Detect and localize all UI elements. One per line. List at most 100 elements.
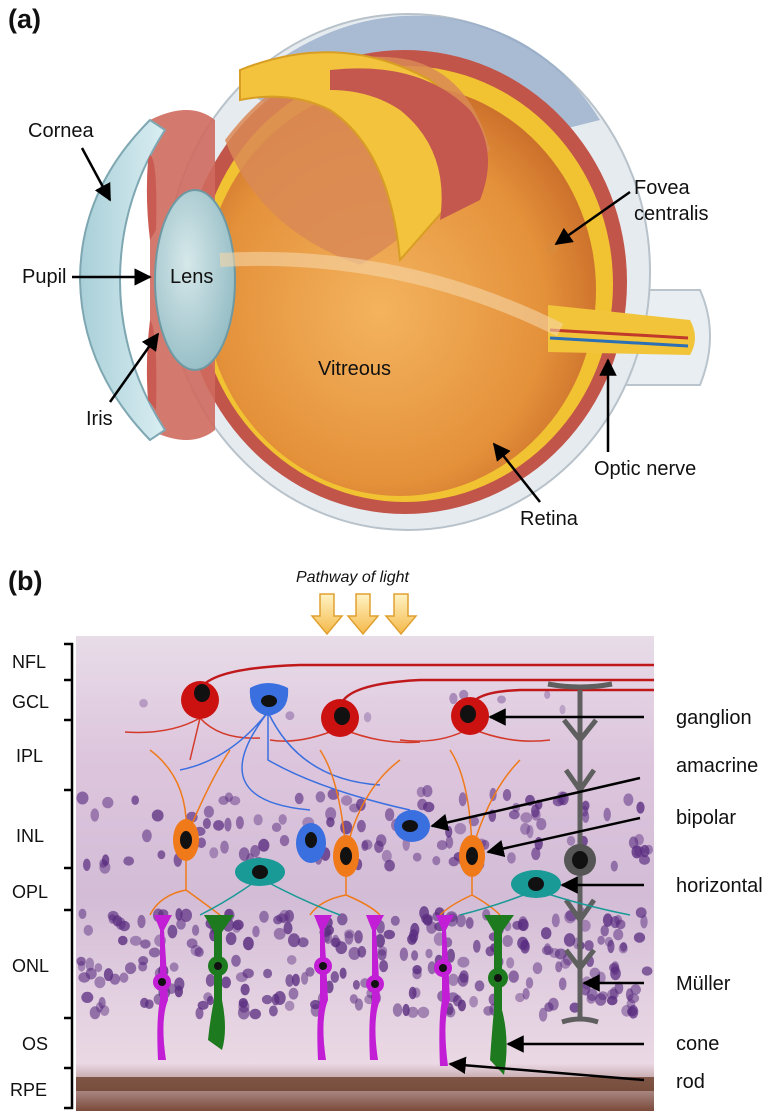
tissue-nucleus	[432, 856, 440, 865]
cell-label-rod: rod	[676, 1071, 705, 1093]
tissue-nucleus	[634, 932, 645, 942]
tissue-nucleus	[340, 968, 347, 979]
tissue-nucleus	[206, 974, 215, 987]
tissue-nucleus	[627, 994, 639, 1004]
tissue-nucleus	[94, 976, 105, 988]
light-arrow	[348, 594, 378, 634]
tissue-nucleus	[140, 939, 151, 948]
layer-label: RPE	[10, 1080, 47, 1100]
tissue-nucleus	[603, 913, 613, 926]
light-arrow	[312, 594, 342, 634]
amacrine-nucleus	[402, 820, 418, 832]
tissue-nucleus	[86, 958, 95, 971]
tissue-nucleus	[417, 787, 426, 798]
cell-label-muller: Müller	[676, 973, 731, 995]
tissue-nucleus	[332, 935, 339, 948]
tissue-nucleus	[279, 814, 287, 825]
tissue-nucleus	[273, 915, 282, 924]
rod-nucleus-core	[158, 978, 166, 986]
tissue-nucleus	[192, 925, 199, 936]
rod-nucleus-core	[371, 980, 379, 988]
horizontal-nucleus	[528, 877, 544, 891]
tissue-nucleus	[174, 977, 184, 990]
tissue-nucleus	[81, 992, 93, 1003]
label-optic-nerve: Optic nerve	[594, 458, 696, 480]
tissue-nucleus	[520, 940, 530, 954]
tissue-nucleus	[236, 972, 248, 982]
tissue-nucleus	[636, 802, 644, 814]
tissue-nucleus	[91, 808, 100, 821]
tissue-nucleus	[391, 916, 400, 926]
label-fovea-1: Fovea	[634, 177, 690, 199]
tissue-nucleus	[536, 818, 546, 830]
tissue-nucleus	[287, 955, 297, 965]
tissue-nucleus	[503, 789, 511, 801]
tissue-nucleus	[412, 965, 421, 974]
tissue-nucleus	[180, 909, 192, 922]
layer-label: GCL	[12, 692, 49, 712]
tissue-nucleus	[262, 995, 273, 1004]
tissue-nucleus	[263, 969, 272, 978]
tissue-nucleus	[541, 927, 551, 939]
tissue-nucleus	[152, 810, 164, 822]
tissue-nucleus	[384, 860, 395, 872]
cell-label-ganglion: ganglion	[676, 707, 752, 729]
tissue-nucleus	[601, 925, 609, 936]
tissue-nucleus	[379, 960, 388, 972]
tissue-nucleus	[149, 948, 160, 958]
cone-nucleus-core	[494, 974, 502, 982]
tissue-nucleus	[225, 792, 233, 802]
tissue-nucleus	[403, 1004, 410, 1016]
cell-label-bipolar: bipolar	[676, 807, 736, 829]
tissue-nucleus	[274, 991, 286, 1005]
tissue-nucleus	[213, 820, 224, 831]
tissue-nucleus	[142, 829, 152, 842]
tissue-nucleus	[453, 995, 462, 1006]
rod-nucleus-core	[319, 962, 327, 970]
panel-b-label: (b)	[8, 566, 42, 596]
tissue-nucleus	[542, 946, 553, 955]
tissue-nucleus	[544, 691, 550, 699]
tissue-nucleus	[99, 859, 107, 868]
tissue-nucleus	[497, 696, 506, 704]
tissue-nucleus	[203, 992, 212, 1002]
arrow-cornea	[82, 148, 110, 200]
layer-label: ONL	[12, 956, 49, 976]
tissue-nucleus	[582, 801, 590, 811]
tissue-nucleus	[620, 942, 627, 952]
tissue-nucleus	[635, 834, 644, 845]
tissue-nucleus	[130, 936, 142, 946]
tissue-nucleus	[104, 968, 113, 981]
tissue-nucleus	[280, 835, 289, 846]
tissue-nucleus	[123, 856, 134, 865]
tissue-nucleus	[79, 909, 87, 919]
tissue-nucleus	[533, 962, 543, 974]
tissue-nucleus	[295, 793, 304, 804]
tissue-nucleus	[170, 962, 179, 971]
tissue-nucleus	[357, 820, 366, 832]
tissue-nucleus	[385, 808, 394, 821]
tissue-nucleus	[639, 855, 650, 865]
rpe-band	[76, 1077, 654, 1091]
tissue-nucleus	[449, 693, 457, 704]
layer-label: OPL	[12, 882, 48, 902]
tissue-nucleus	[187, 938, 198, 948]
tissue-nucleus	[361, 840, 368, 851]
label-iris: Iris	[86, 408, 113, 430]
bipolar-nucleus	[180, 831, 192, 849]
tissue-nucleus	[607, 940, 614, 953]
ganglion-nucleus	[194, 684, 210, 702]
tissue-nucleus	[425, 949, 432, 959]
tissue-nucleus	[316, 791, 326, 802]
light-pathway-label: Pathway of light	[296, 569, 410, 586]
tissue-nucleus	[285, 711, 294, 720]
tissue-nucleus	[548, 998, 559, 1011]
tissue-nucleus	[77, 792, 89, 805]
tissue-nucleus	[423, 802, 434, 812]
tissue-nucleus	[84, 925, 93, 936]
tissue-nucleus	[475, 980, 485, 991]
tissue-nucleus	[457, 957, 469, 968]
tissue-nucleus	[119, 973, 128, 983]
panel-a-label: (a)	[8, 4, 41, 34]
tissue-nucleus	[102, 797, 113, 808]
